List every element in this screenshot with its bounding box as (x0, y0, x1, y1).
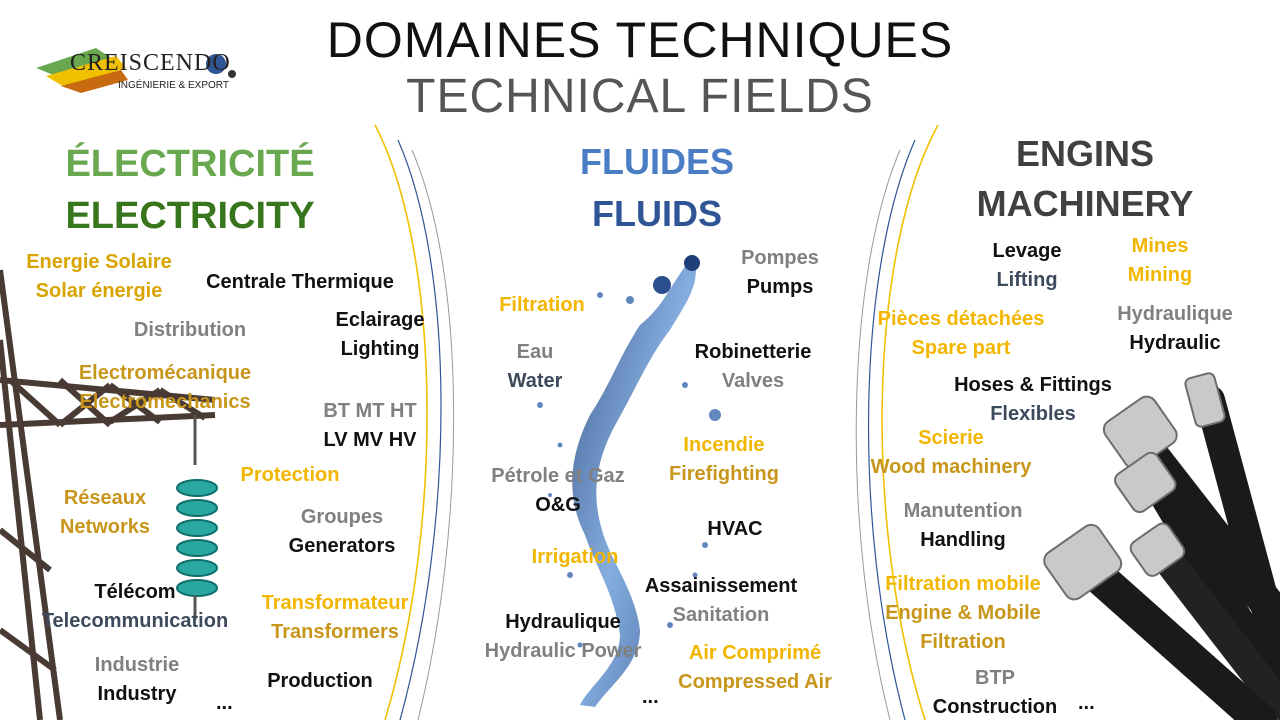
mach-spare-fr: Pièces détachées (877, 308, 1045, 330)
water-splash-image (537, 255, 721, 707)
mach-hydraulic-en: Hydraulic (1129, 332, 1221, 354)
fluids-hydraulic-en: Hydraulic Power (484, 640, 642, 662)
elec-voltage-fr: BT MT HT (323, 400, 417, 422)
fluids-fire-en: Firefighting (669, 463, 779, 485)
fluids-water-fr: Eau (516, 341, 554, 363)
mach-hydraulic-fr: Hydraulique (1117, 303, 1233, 325)
mach-handling-fr: Manutention (903, 500, 1023, 522)
elec-networks-en: Networks (59, 516, 151, 538)
elec-transformers-fr: Transformateur (261, 592, 409, 614)
elec-generators-en: Generators (288, 535, 396, 557)
machinery-heading-en: MACHINERY (976, 183, 1194, 224)
mach-construction-en: Construction (932, 696, 1058, 718)
mach-wood-en: Wood machinery (870, 456, 1032, 478)
logo-name: CREISCENDO (70, 50, 231, 76)
mach-lifting-fr: Levage (992, 240, 1062, 262)
fluids-sanitation-en: Sanitation (672, 604, 770, 626)
title-french: DOMAINES TECHNIQUES (326, 12, 954, 68)
mach-mining-fr: Mines (1131, 235, 1189, 257)
elec-protection: Protection (240, 464, 340, 486)
fluids-oilgas-fr: Pétrole et Gaz (491, 465, 625, 487)
mach-filtration-fr: Filtration mobile (885, 573, 1041, 595)
fluids-hvac: HVAC (707, 518, 763, 540)
fluids-filtration: Filtration (499, 294, 585, 316)
elec-lighting-en: Lighting (340, 338, 420, 360)
fluids-heading-fr: FLUIDES (579, 141, 734, 182)
elec-solar-en: Solar énergie (35, 280, 163, 302)
elec-networks-fr: Réseaux (63, 487, 147, 509)
fluids-sanitation-fr: Assainissement (644, 575, 798, 597)
hydraulic-hoses-image (1043, 372, 1280, 720)
fluids-heading-en: FLUIDS (592, 193, 722, 234)
mach-filtration-en: Engine & Mobile (885, 602, 1041, 624)
elec-voltage-en: LV MV HV (323, 429, 417, 451)
elec-telecom-en: Telecommunication (41, 610, 229, 632)
elec-thermal: Centrale Thermique (206, 271, 394, 293)
fluids-water-en: Water (507, 370, 563, 392)
mach-more: ... (1078, 692, 1095, 714)
elec-more: ... (216, 692, 233, 714)
electricity-heading-fr: ÉLECTRICITÉ (65, 143, 315, 185)
transmission-tower-image (0, 269, 218, 720)
insulator-discs (176, 479, 218, 597)
elec-transformers-en: Transformers (271, 621, 399, 643)
mach-mining-en: Mining (1127, 264, 1193, 286)
fluids-fire-fr: Incendie (683, 434, 765, 456)
mach-lifting-en: Lifting (996, 269, 1058, 291)
fluids-oilgas-en: O&G (535, 494, 581, 516)
fluids-air-en: Compressed Air (678, 671, 832, 693)
elec-industry-en: Industry (97, 683, 177, 705)
fluids-valves-en: Valves (721, 370, 785, 392)
mach-wood-fr: Scierie (918, 427, 984, 449)
logo-subtitle: INGÉNIERIE & EXPORT (118, 80, 229, 91)
mach-construction-fr: BTP (975, 667, 1015, 689)
elec-generators-fr: Groupes (300, 506, 384, 528)
fluids-hydraulic-fr: Hydraulique (505, 611, 621, 633)
creiscendo-logo (36, 48, 236, 93)
mach-handling-en: Handling (920, 529, 1006, 551)
elec-solar-fr: Energie Solaire (26, 251, 172, 273)
fluids-pumps-fr: Pompes (741, 247, 819, 269)
fluids-pumps-en: Pumps (746, 276, 814, 298)
mach-spare-en: Spare part (911, 337, 1011, 359)
electricity-heading-en: ELECTRICITY (65, 195, 315, 237)
elec-production: Production (267, 670, 373, 692)
title-english: TECHNICAL FIELDS (406, 70, 874, 123)
elec-electromech-fr: Electromécanique (78, 362, 252, 384)
fluids-valves-fr: Robinetterie (694, 341, 812, 363)
fluids-more: ... (642, 686, 659, 708)
fluids-air-fr: Air Comprimé (688, 642, 822, 664)
elec-telecom-fr: Télécom (94, 581, 176, 603)
mach-hoses-en: Flexibles (990, 403, 1076, 425)
elec-lighting-fr: Eclairage (335, 309, 425, 331)
mach-filtration-en2: Filtration (920, 631, 1006, 653)
fluids-irrigation: Irrigation (531, 546, 619, 568)
elec-electromech-en: Electromechanics (79, 391, 251, 413)
machinery-heading-fr: ENGINS (1015, 133, 1155, 174)
elec-industry-fr: Industrie (94, 654, 180, 676)
elec-distribution: Distribution (133, 319, 247, 341)
mach-hoses-fr: Hoses & Fittings (954, 374, 1112, 396)
